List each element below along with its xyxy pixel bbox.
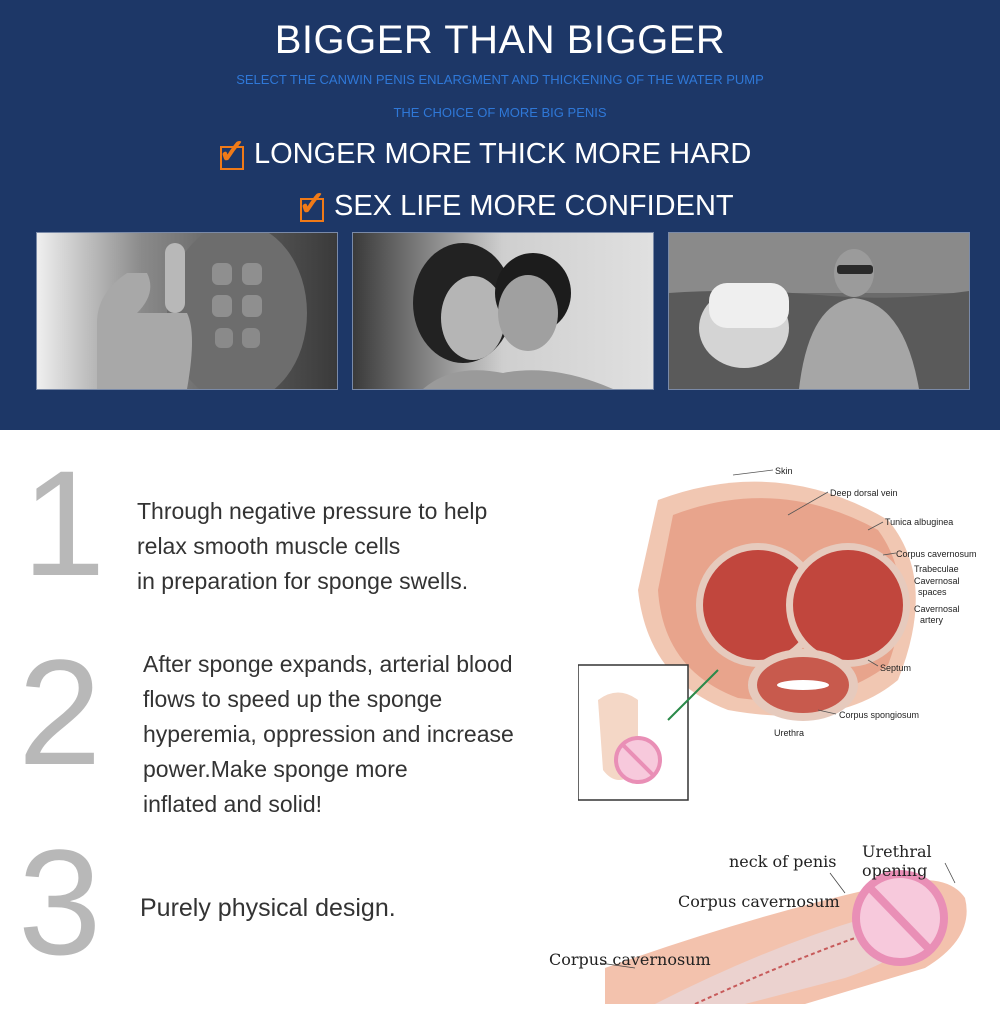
label-deep-dorsal-vein: Deep dorsal vein [830,488,898,498]
banner-tagline: THE CHOICE OF MORE BIG PENIS [393,105,607,120]
step-2-text: After sponge expands, arterial blood flo… [143,647,514,822]
step-1-text: Through negative pressure to help relax … [137,494,487,599]
banner-subtitle: SELECT THE CANWIN PENIS ENLARGMENT AND T… [236,72,764,87]
step-2-line: inflated and solid! [143,791,323,817]
benefit-2-label: SEX LIFE MORE CONFIDENT [334,190,734,222]
label-cavernosal-artery: Cavernosal [914,604,960,614]
label-skin: Skin [775,466,793,476]
step-1-line: in preparation for sponge swells. [137,568,469,594]
couple-photo [352,232,654,390]
step-3-line: Purely physical design. [140,894,396,922]
step-3-text: Purely physical design. [140,891,396,926]
label-corpus-cavernosum-lower: Corpus cavernosum [549,950,711,969]
step-2-line: flows to speed up the sponge [143,686,443,712]
step-3-number: 3 [18,818,102,986]
penis-longitudinal-diagram: neck of penis Urethral opening Corpus ca… [545,838,997,1005]
label-tunica-albuginea: Tunica albuginea [885,517,954,527]
label-neck-of-penis: neck of penis [729,852,837,871]
step-2-line: power.Make sponge more [143,756,408,782]
step-2-line: hyperemia, oppression and increase [143,721,514,747]
step-2-number: 2 [18,628,102,796]
beach-couple-photo [668,232,970,390]
label-cavernosal-spaces: Cavernosal [914,576,960,586]
benefit-2: ✓ SEX LIFE MORE CONFIDENT [298,184,734,223]
step-1-number: 1 [22,439,106,607]
label-corpus-cavernosum: Corpus cavernosum [896,549,977,559]
banner-title: BIGGER THAN BIGGER [274,18,726,62]
checkbox-icon: ✓ [298,184,327,223]
man-abs-thumbs-up-photo [36,232,338,390]
benefit-1: ✓ LONGER MORE THICK MORE HARD [218,132,752,171]
step-1-line: Through negative pressure to help [137,498,488,524]
header-banner: BIGGER THAN BIGGER SELECT THE CANWIN PEN… [0,0,1000,430]
checkbox-icon: ✓ [218,132,247,171]
label-spaces: spaces [918,587,947,597]
label-trabeculae: Trabeculae [914,564,959,574]
step-1-line: relax smooth muscle cells [137,533,401,559]
label-urethral-opening: Urethral opening [862,842,932,880]
penis-cross-section-diagram: Skin Deep dorsal vein Tunica albuginea C… [577,460,998,805]
label-corpus-cavernosum-upper: Corpus cavernosum [678,892,840,911]
label-corpus-spongiosum: Corpus spongiosum [839,710,920,720]
label-artery: artery [920,615,944,625]
benefit-1-label: LONGER MORE THICK MORE HARD [254,138,752,170]
label-septum: Septum [880,663,912,673]
label-urethra: Urethra [774,728,805,738]
step-2-line: After sponge expands, arterial blood [143,651,513,677]
